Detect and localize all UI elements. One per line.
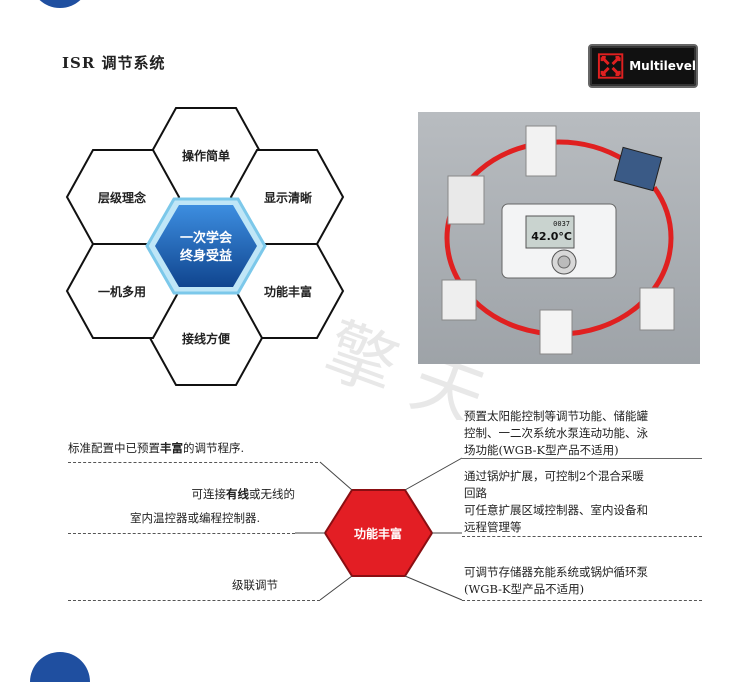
right-note-3-rule bbox=[462, 600, 702, 601]
hex-center-line2: 终身受益 bbox=[180, 248, 232, 264]
left-note-2-line2: 室内温控器或编程控制器. bbox=[130, 511, 261, 525]
right-note-2-rule bbox=[462, 536, 702, 537]
hex-bottom-right-label: 功能丰富 bbox=[264, 284, 312, 299]
top-decor-arc bbox=[30, 0, 90, 8]
multilevel-badge: Multilevel bbox=[588, 44, 698, 88]
hex-top-label: 操作简单 bbox=[182, 148, 230, 163]
hex-top-right-label: 显示清晰 bbox=[264, 190, 312, 205]
hex-top-left-label: 层级理念 bbox=[98, 190, 146, 205]
hex-bottom-left-label: 一机多用 bbox=[98, 284, 146, 299]
right-note-1: 预置太阳能控制等调节功能、储能罐 控制、一二次系统水泵连动功能、泳 场功能(WG… bbox=[464, 409, 648, 457]
controller-time: 0037 bbox=[553, 220, 570, 228]
left-note-2-rule bbox=[68, 533, 295, 534]
controller-temp: 42.0°C bbox=[531, 230, 572, 243]
left-note-1: 标准配置中已预置丰富的调节程序. bbox=[68, 441, 245, 455]
hex-bottom-label: 接线方便 bbox=[182, 331, 231, 346]
hex-top-left bbox=[65, 149, 181, 245]
left-note-3-rule bbox=[68, 600, 320, 601]
right-note-3: 可调节存储器充能系统或锅炉循环泵 (WGB-K型产品不适用) bbox=[464, 565, 648, 596]
hexagon-diagram: 操作简单 显示清晰 功能丰富 接线方便 一机多用 层级理念 一次学会 终身受益 … bbox=[65, 107, 463, 601]
multilevel-arrows-icon bbox=[597, 53, 624, 79]
page-title: ISR 调节系统 bbox=[62, 54, 166, 72]
right-note-2: 通过锅炉扩展，可控制2个混合采暖 回路 可任意扩展区域控制器、室内设备和 远程管… bbox=[464, 469, 648, 534]
left-note-1-rule bbox=[68, 462, 318, 463]
right-note-1-rule bbox=[462, 458, 702, 459]
badge-label: Multilevel bbox=[629, 59, 696, 73]
hex-center-line1: 一次学会 bbox=[180, 230, 233, 246]
left-note-2: 可连接有线或无线的 bbox=[191, 487, 296, 501]
left-note-3: 级联调节 bbox=[232, 578, 278, 592]
product-system-photo: 0037 42.0°C bbox=[418, 112, 700, 364]
feature-hex-label: 功能丰富 bbox=[354, 526, 402, 541]
